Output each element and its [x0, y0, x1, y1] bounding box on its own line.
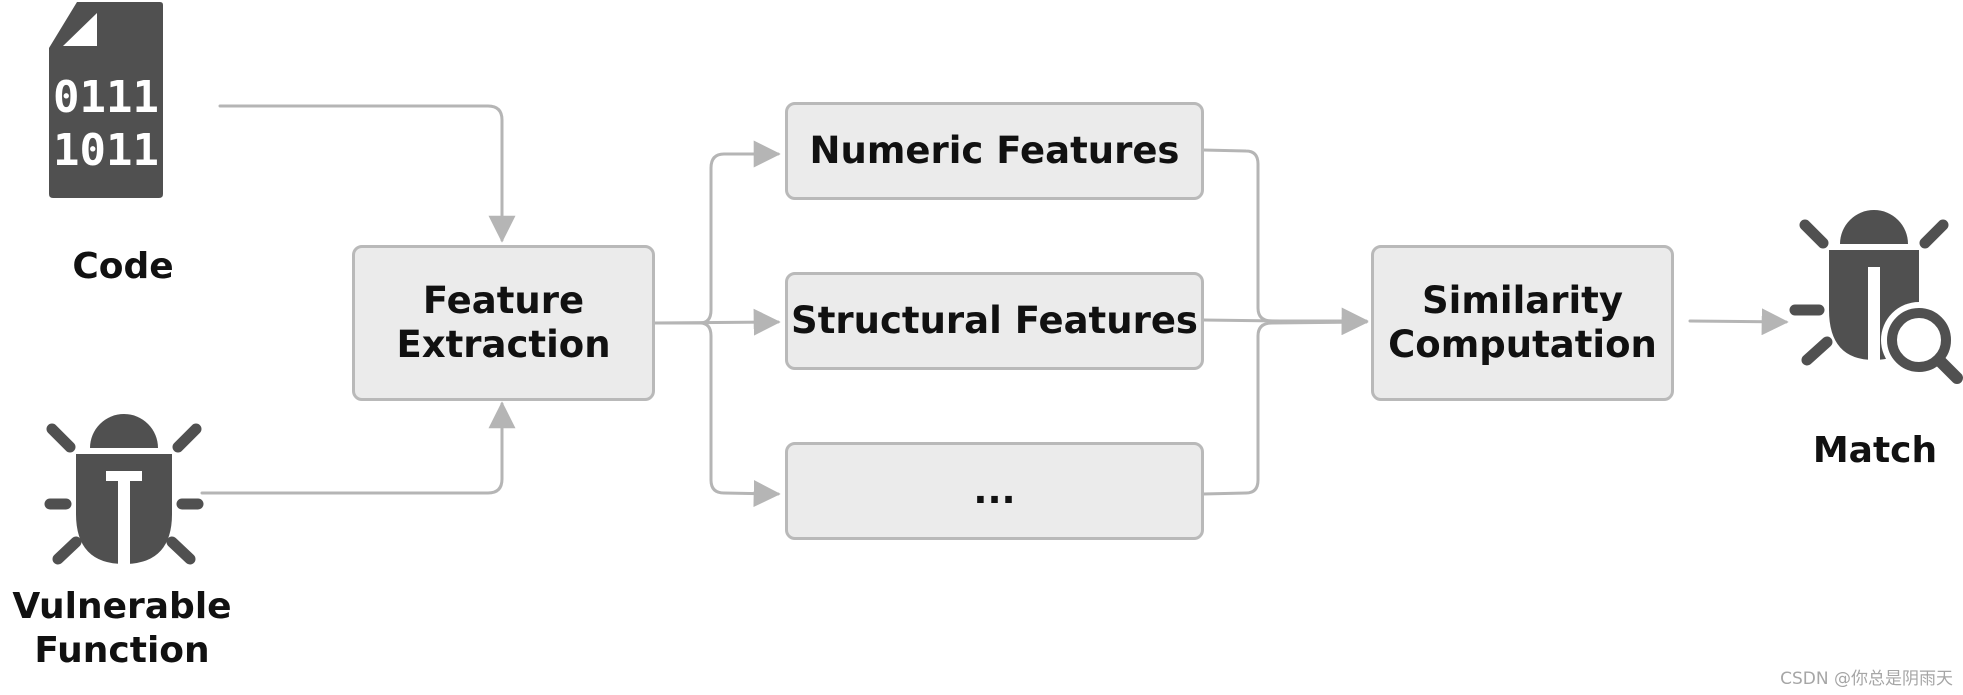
edge-ellipsis-to-similarity — [1201, 320, 1368, 496]
vulnerable-function-label: Vulnerable Function — [10, 585, 234, 673]
structural-features-label: Structural Features — [791, 299, 1198, 342]
file-icon-row2: 1011 — [53, 125, 159, 176]
similarity-line1: Similarity — [1422, 279, 1623, 322]
edge-vulnerable-to-feature-extraction — [200, 401, 516, 495]
bug-icon — [44, 414, 204, 565]
edge-numeric-to-similarity — [1201, 148, 1369, 335]
feature-extraction-line1: Feature — [422, 279, 585, 322]
vulnerable-label-line1: Vulnerable — [12, 586, 232, 627]
edge-extraction-to-ellipsis — [652, 321, 781, 508]
feature-extraction-box: Feature Extraction — [352, 245, 655, 401]
similarity-line2: Computation — [1388, 323, 1657, 366]
edge-extraction-to-numeric — [652, 140, 781, 325]
watermark: CSDN @你总是阴雨天 — [1780, 669, 1953, 689]
similarity-computation-box: Similarity Computation — [1371, 245, 1674, 401]
edge-similarity-to-match — [1688, 308, 1789, 336]
binary-file-icon: 0111 1011 — [49, 2, 163, 198]
structural-features-box: Structural Features — [785, 272, 1204, 370]
edge-code-to-feature-extraction — [218, 104, 516, 243]
numeric-features-box: Numeric Features — [785, 102, 1204, 200]
vulnerable-label-line2: Function — [34, 630, 210, 671]
numeric-features-label: Numeric Features — [809, 129, 1180, 172]
code-label: Code — [72, 246, 174, 287]
other-features-box: ... — [785, 442, 1204, 540]
file-icon-row1: 0111 — [53, 72, 159, 123]
match-label: Match — [1812, 430, 1938, 471]
other-features-label: ... — [973, 469, 1016, 512]
feature-extraction-line2: Extraction — [396, 323, 611, 366]
bug-search-icon — [1789, 210, 1963, 384]
